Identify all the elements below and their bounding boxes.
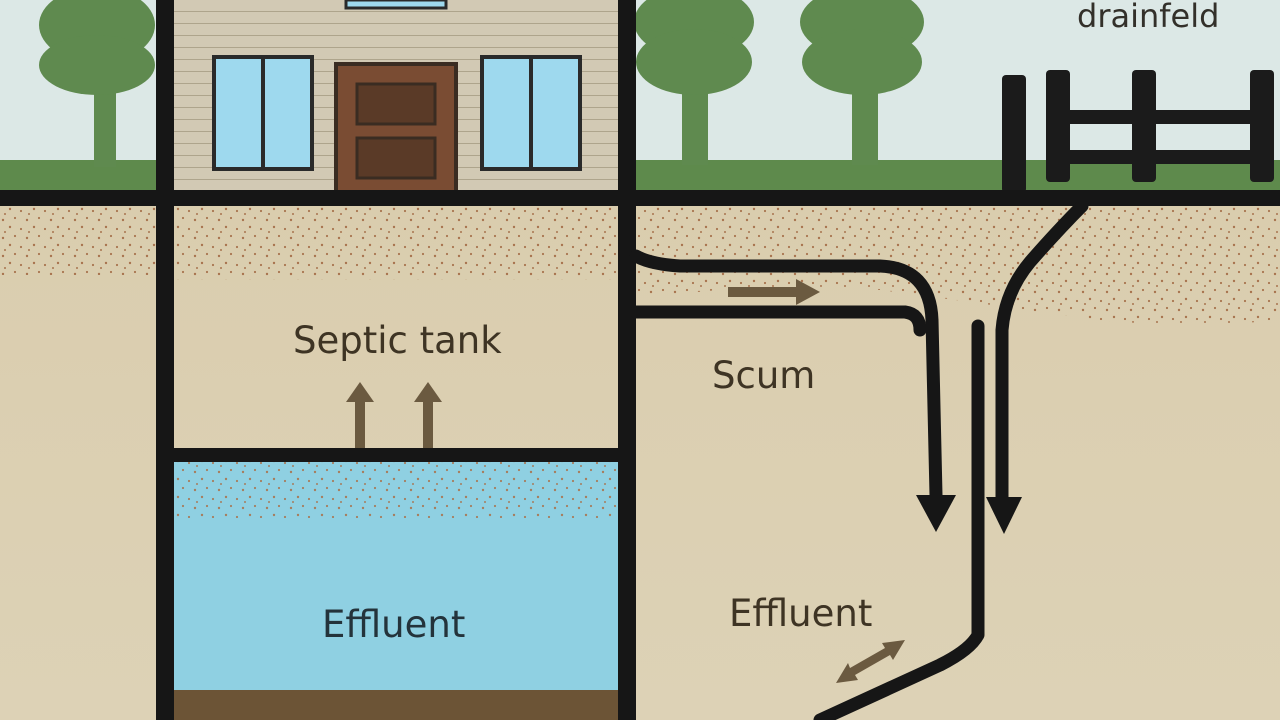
- double-arrow-icon: [836, 640, 905, 683]
- label-drainfield: drainfeld: [1077, 0, 1220, 35]
- tank-divider: [156, 448, 636, 462]
- label-septic-tank: Septic tank: [293, 319, 502, 362]
- up-arrow-icon: [346, 382, 374, 448]
- tree-icon: [634, 0, 754, 165]
- drain-pipes: [629, 199, 1089, 720]
- tank-scum-layer: [174, 460, 620, 518]
- label-effluent-drain: Effluent: [729, 592, 873, 635]
- pipe-arrow-head: [986, 497, 1022, 534]
- fence-icon: [1002, 70, 1274, 193]
- topsoil-drainfield: [636, 205, 1280, 325]
- topsoil-left: [0, 205, 158, 275]
- tank-sludge: [174, 690, 620, 720]
- topsoil-tank: [174, 205, 619, 280]
- house-icon: [172, 0, 620, 196]
- tree-icon: [39, 0, 155, 167]
- pipe-arrow-head: [916, 495, 956, 532]
- label-effluent-tank: Effluent: [322, 603, 466, 646]
- tree-icon: [800, 0, 924, 165]
- tank-wall-right: [618, 0, 636, 720]
- up-arrow-icon: [414, 382, 442, 448]
- right-arrow-icon: [728, 279, 820, 305]
- label-scum: Scum: [712, 354, 816, 397]
- tank-wall-left: [156, 0, 174, 720]
- ground-line: [0, 190, 1280, 206]
